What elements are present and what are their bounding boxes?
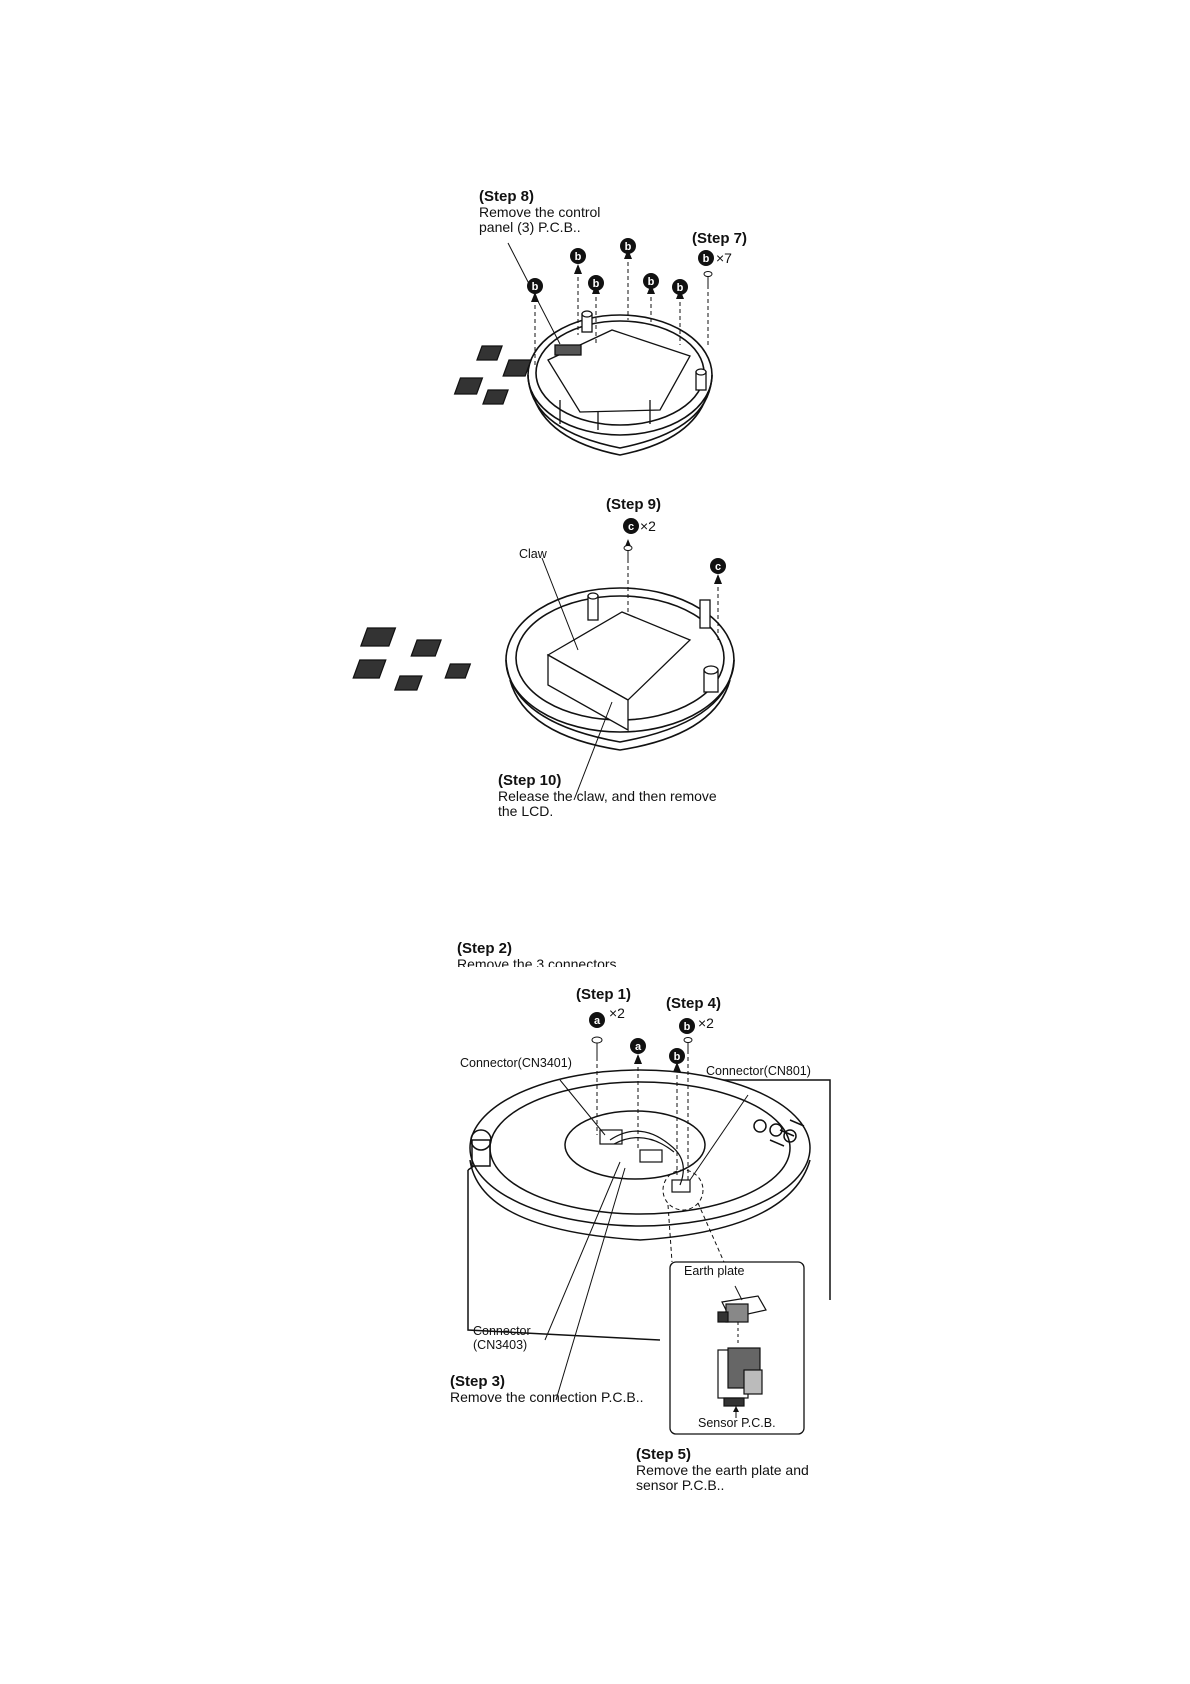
screw-mark-b-icon [588, 275, 604, 291]
step9-count: ×2 [640, 518, 656, 534]
screw-mark-b-icon [620, 238, 636, 254]
step5-desc-line2: sensor P.C.B.. [636, 1477, 725, 1493]
screw-guide-lines [534, 255, 709, 365]
svg-text:a: a [594, 1015, 601, 1027]
claw-label: Claw [519, 547, 547, 561]
screw-mark-a-icon [589, 1012, 605, 1028]
connector-cn3403-label-line2: (CN3403) [473, 1338, 528, 1352]
screw-mark-b-icon [669, 1048, 685, 1064]
svg-text:b: b [684, 1021, 691, 1033]
svg-text:b: b [674, 1051, 681, 1063]
screw-mark-b-icon [698, 250, 714, 266]
screw-mark-c-icon [623, 518, 639, 534]
svg-text:b: b [532, 281, 539, 293]
step2-title: (Step 2) [457, 940, 513, 957]
earth-plate-part [717, 1295, 767, 1323]
screw-mark-b-icon [570, 248, 586, 264]
step5-desc-line1: Remove the earth plate and [636, 1462, 809, 1478]
step10-desc-line2: the LCD. [498, 803, 554, 819]
svg-text:b: b [703, 253, 710, 265]
turntable-chassis [467, 1069, 831, 1341]
step2-desc: Remove the 3 connectors [457, 957, 617, 967]
housing-posts [581, 310, 707, 391]
sensor-area-callout [662, 1169, 704, 1211]
screw-mark-b-icon [527, 278, 543, 294]
sensor-pcb-label: Sensor P.C.B. [698, 1416, 776, 1430]
screw-mark-c-icon [710, 558, 726, 574]
step3-title: (Step 3) [450, 1373, 506, 1390]
step5-title: (Step 5) [636, 1446, 692, 1463]
sensor-pcb-part [717, 1347, 763, 1407]
screw-mark-b-icon [679, 1018, 695, 1034]
step4-count: ×2 [698, 1015, 714, 1031]
step10-desc-line1: Release the claw, and then remove [498, 788, 717, 804]
screw-mark-b-icon [672, 279, 688, 295]
step9-title: (Step 9) [606, 496, 662, 513]
lcd-posts [587, 592, 719, 693]
step3-desc: Remove the connection P.C.B.. [450, 1389, 644, 1405]
screw-icon [591, 1036, 693, 1058]
step7-count: ×7 [716, 250, 732, 266]
svg-text:b: b [575, 251, 582, 263]
svg-text:b: b [593, 278, 600, 290]
step7-title: (Step 7) [692, 230, 748, 247]
svg-text:c: c [715, 561, 721, 573]
step10-title: (Step 10) [498, 772, 562, 789]
earth-plate-label: Earth plate [684, 1264, 745, 1278]
screw-mark-a-icon [630, 1038, 646, 1054]
connector-cn3403-label-line1: Connector [473, 1324, 531, 1338]
screw-mark-badges: b b b b b b b [527, 238, 714, 295]
svg-text:b: b [677, 282, 684, 294]
step8-desc-line2: panel (3) P.C.B.. [479, 219, 581, 235]
svg-text:b: b [625, 241, 632, 253]
step1-count: ×2 [609, 1005, 625, 1021]
step1-title: (Step 1) [576, 986, 632, 1003]
screw-mark-b-icon [643, 273, 659, 289]
screw-icon [623, 545, 633, 562]
svg-text:b: b [648, 276, 655, 288]
connector-cn801-label: Connector(CN801) [706, 1064, 811, 1078]
screw-icon [703, 271, 713, 286]
step8-desc-line1: Remove the control [479, 204, 601, 220]
svg-text:a: a [635, 1041, 642, 1053]
step8-title: (Step 8) [479, 188, 535, 205]
svg-text:c: c [628, 521, 634, 533]
control-panel-pcb [453, 329, 691, 430]
connector-cn3401-label: Connector(CN3401) [460, 1056, 572, 1070]
step4-title: (Step 4) [666, 995, 722, 1012]
